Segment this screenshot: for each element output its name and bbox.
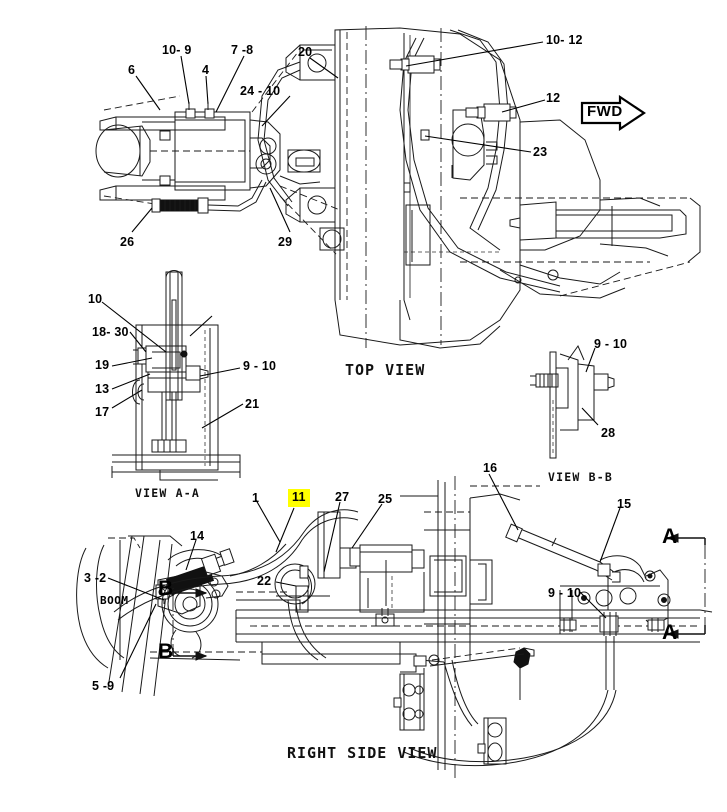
section-letter-b-upper: B <box>158 577 174 600</box>
callout-21: 21 <box>245 397 260 411</box>
clamp-bottom-left <box>393 673 425 731</box>
spring-14 <box>159 548 235 599</box>
callout-17: 17 <box>95 405 110 419</box>
bracket-23 <box>420 129 430 141</box>
fwd-direction-indicator: FWD <box>580 94 648 132</box>
callout-23: 23 <box>533 145 548 159</box>
clamp-12 <box>465 103 517 122</box>
right-side-view-geometry <box>76 476 713 780</box>
fwd-label: FWD <box>587 103 623 120</box>
callout-1: 1 <box>252 491 260 505</box>
bracket-mid-right <box>513 647 535 700</box>
section-marks-geometry <box>172 533 706 661</box>
thread-28 <box>535 373 559 388</box>
view-aa-geometry <box>111 270 241 481</box>
view-title-right-side: RIGHT SIDE VIEW <box>287 744 438 762</box>
callout-16: 16 <box>483 461 498 475</box>
top-view-geometry <box>95 26 701 349</box>
clamp-bottom-right <box>477 717 507 765</box>
callout-10-12: 10- 12 <box>546 33 583 47</box>
spring-26 <box>151 197 209 214</box>
callout-6: 6 <box>128 63 136 77</box>
callout-10: 10 <box>88 292 103 306</box>
callout-7-8: 7 -8 <box>231 43 254 57</box>
callout-13: 13 <box>95 382 110 396</box>
callout-9-10: 9 - 10 <box>594 337 628 351</box>
section-letter-a-upper: A <box>662 525 678 548</box>
callout-3-2: 3 -2 <box>84 571 107 585</box>
boom-label: BOOM <box>100 594 129 607</box>
callout-25: 25 <box>378 492 393 506</box>
callout-4: 4 <box>202 63 210 77</box>
callout-9-10: 9 - 10 <box>243 359 277 373</box>
callout-29: 29 <box>278 235 293 249</box>
callout-27: 27 <box>335 490 350 504</box>
leader-lines <box>101 41 621 679</box>
callout-12: 12 <box>546 91 561 105</box>
callout-11: 11 <box>288 489 310 507</box>
clamp-10-12 <box>389 55 441 74</box>
callout-24-10: 24 - 10 <box>240 84 281 98</box>
callout-26: 26 <box>120 235 135 249</box>
callout-14: 14 <box>190 529 205 543</box>
callout-20: 20 <box>298 45 313 59</box>
callout-9-10: 9 - 10 <box>548 586 582 600</box>
callout-22: 22 <box>257 574 272 588</box>
view-title-b-b: VIEW B-B <box>548 470 613 484</box>
view-title-a-a: VIEW A-A <box>135 486 200 500</box>
callout-15: 15 <box>617 497 632 511</box>
callout-28: 28 <box>601 426 616 440</box>
section-letter-b-lower: B <box>158 640 174 663</box>
view-title-top: TOP VIEW <box>345 361 426 379</box>
callout-5-9: 5 -9 <box>92 679 115 693</box>
section-letter-a-lower: A <box>662 621 678 644</box>
callout-18-30: 18- 30 <box>92 325 129 339</box>
callout-10-9: 10- 9 <box>162 43 192 57</box>
callout-19: 19 <box>95 358 110 372</box>
view-bb-geometry <box>530 344 615 459</box>
